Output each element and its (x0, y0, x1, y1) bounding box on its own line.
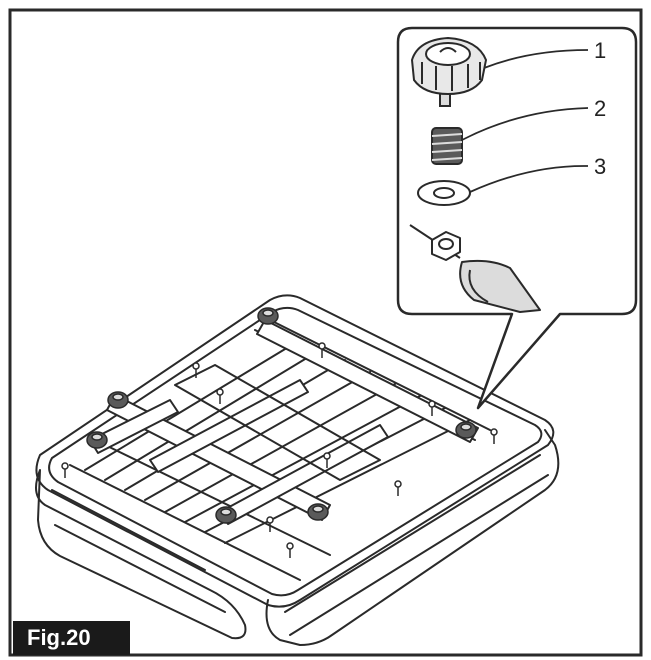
knob-icon (86, 431, 108, 449)
knob-icon (307, 503, 329, 521)
knob-part-icon (410, 36, 488, 107)
figure-label: Fig.20 (13, 621, 130, 655)
knob-icon (215, 506, 237, 524)
rack-frame (35, 294, 560, 646)
washer-part-icon (417, 180, 471, 206)
callout-number-3: 3 (594, 154, 606, 179)
knob-icon (455, 421, 477, 439)
spring-part-icon (431, 127, 463, 165)
cross-bars (89, 319, 479, 525)
leader-lines (461, 49, 589, 193)
knob-icon (257, 307, 279, 325)
rack-knobs (86, 307, 477, 524)
tube-detail (409, 224, 541, 313)
callout-number-2: 2 (594, 96, 606, 121)
knob-icon (107, 391, 129, 409)
rack-pins (61, 342, 498, 558)
detail-callout: 1 2 3 (396, 26, 638, 410)
callout-number-1: 1 (594, 38, 606, 63)
